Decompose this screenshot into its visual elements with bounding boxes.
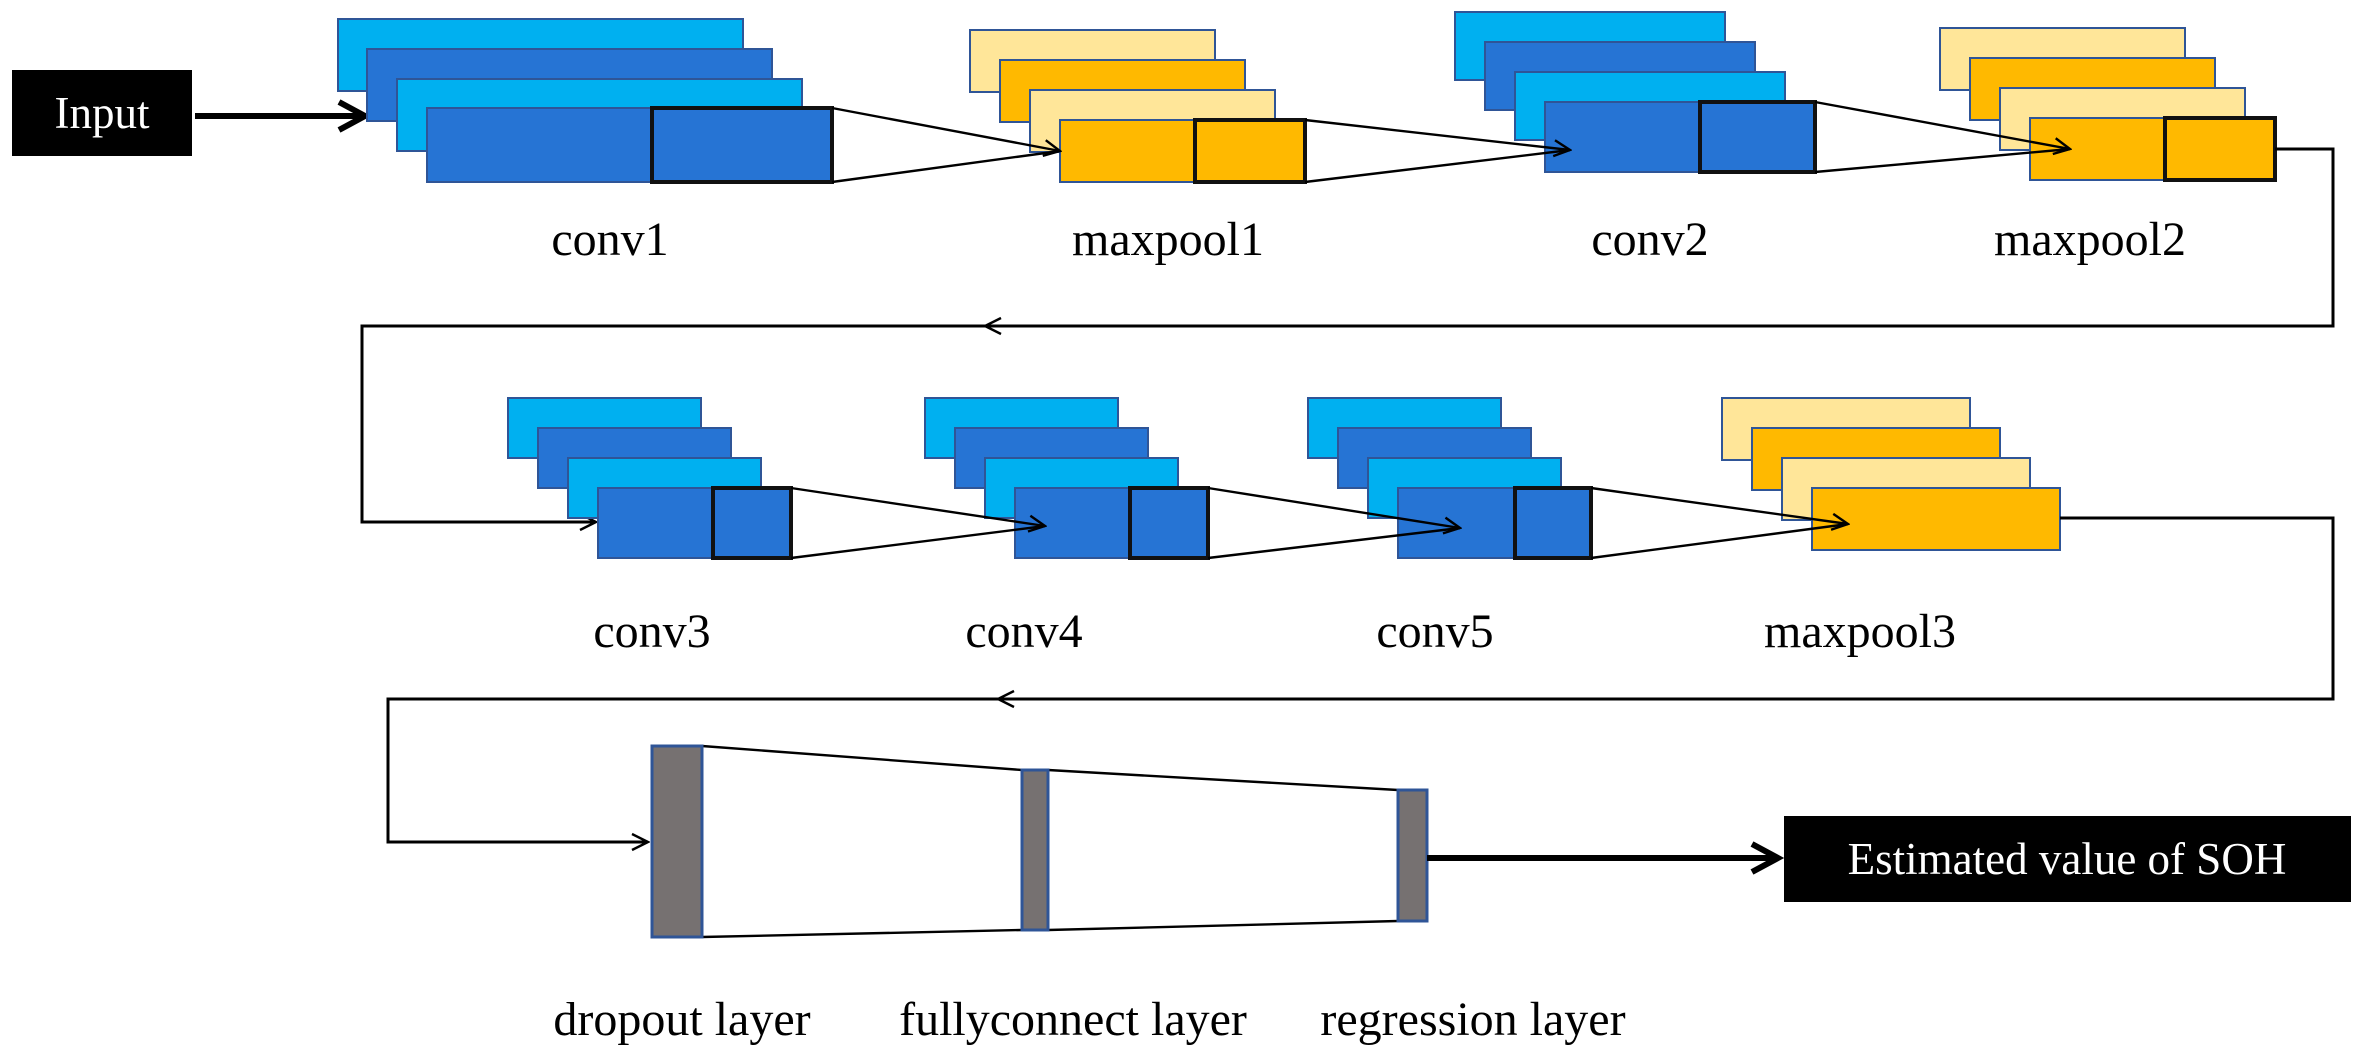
flow-into-conv3: [360, 324, 985, 522]
label-conv5: conv5: [1376, 605, 1493, 658]
block-conv2: [1454, 11, 1817, 174]
label-conv4: conv4: [965, 605, 1082, 658]
block-maxpool2: [1939, 27, 2277, 182]
label-maxpool1: maxpool1: [1072, 213, 1264, 266]
label-regression-layer: regression layer: [1320, 993, 1625, 1046]
layer-fullyconnect: [1020, 768, 1050, 932]
row1-connections: [831, 100, 2070, 184]
row2-connections: [790, 486, 1848, 560]
label-dropout-layer: dropout layer: [553, 993, 810, 1046]
flow-row2-to-row3: [998, 516, 2335, 699]
block-conv4: [924, 397, 1210, 560]
label-conv3: conv3: [593, 605, 710, 658]
label-maxpool2: maxpool2: [1994, 213, 2186, 266]
label-fullyconnect-layer: fullyconnect layer: [899, 993, 1247, 1046]
block-maxpool1: [969, 29, 1307, 184]
block-conv1: [337, 18, 834, 184]
output-label: Estimated value of SOH: [1848, 834, 2287, 884]
dense-funnel: [701, 744, 1399, 939]
flow-into-dropout: [386, 697, 998, 842]
flow-row1-to-row2: [985, 147, 2335, 326]
output-box: Estimated value of SOH: [1784, 816, 2351, 902]
layer-dropout: [650, 744, 704, 939]
block-maxpool3: [1721, 397, 2061, 551]
label-maxpool3: maxpool3: [1764, 605, 1956, 658]
input-box: Input: [12, 70, 192, 156]
label-conv1: conv1: [551, 213, 668, 266]
block-conv5: [1307, 397, 1593, 560]
input-label: Input: [55, 88, 150, 138]
block-conv3: [507, 397, 793, 560]
label-conv2: conv2: [1591, 213, 1708, 266]
layer-regression: [1396, 788, 1429, 923]
